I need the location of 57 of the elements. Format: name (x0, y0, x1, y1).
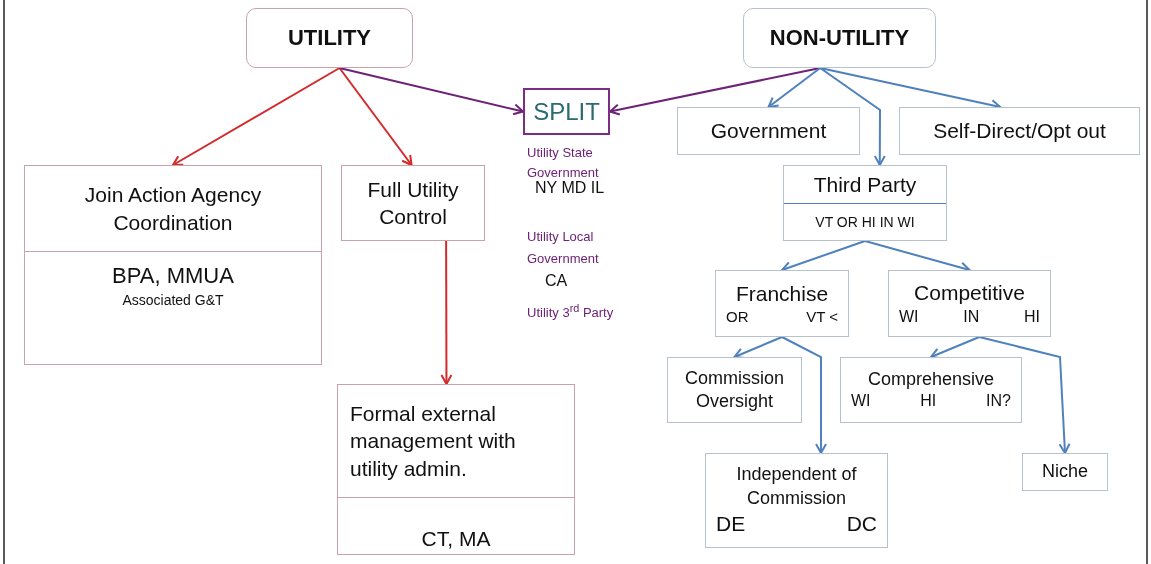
box-text: VT OR HI IN WI (815, 212, 915, 232)
arrow (781, 336, 827, 454)
box-text: HI (1024, 306, 1040, 327)
process-box (888, 270, 1051, 337)
arrow (338, 67, 524, 116)
box-text: WI (851, 391, 871, 412)
split-box (783, 165, 947, 241)
box-title: Third Party (813, 171, 917, 198)
box-title: Competitive (914, 280, 1025, 307)
box-title: NON-UTILITY (769, 23, 910, 52)
box-title: SPLIT (533, 96, 600, 127)
box-title: Franchise (735, 281, 829, 308)
box-title: Join Action Agency Coordination (83, 182, 263, 236)
process-box (667, 357, 802, 423)
arrow (978, 336, 1071, 454)
rounded-box (743, 8, 936, 68)
arrow (819, 67, 886, 166)
arrow (440, 240, 453, 385)
box-title: Full Utility Control (366, 176, 460, 230)
arrow (767, 67, 822, 108)
note-text: Utility 3$^{rd}$ Party (527, 301, 615, 323)
box-title: Formal external management with utility admin. (350, 401, 517, 482)
process-box (705, 453, 888, 548)
note-text: NY MD IL (535, 178, 606, 198)
process-box (899, 107, 1140, 155)
box-text: OR (726, 307, 749, 327)
box-text: Associated G&T (122, 290, 224, 309)
box-title: UTILITY (287, 23, 372, 52)
process-box (341, 165, 485, 241)
process-box (677, 107, 860, 155)
box-title: Niche (1042, 460, 1088, 484)
process-box (715, 270, 849, 337)
note-text: CA (545, 271, 569, 291)
box-text: IN? (986, 391, 1011, 412)
process-box (840, 357, 1022, 423)
box-text: VT < (806, 307, 838, 327)
box-text: WI (899, 306, 919, 327)
box-title: Government (710, 118, 827, 145)
split-box (24, 165, 322, 365)
arrow (172, 67, 341, 166)
box-text: HI (920, 391, 937, 412)
box-text: IN (963, 306, 980, 327)
process-box (523, 88, 610, 135)
note-text: Utility State Government (527, 144, 600, 181)
process-box (1022, 453, 1108, 491)
box-title: Independent of Commission (735, 463, 858, 510)
rounded-box (246, 8, 413, 68)
box-title: Comprehensive (867, 367, 995, 391)
box-text: DE (716, 511, 746, 538)
split-box (337, 384, 575, 555)
box-title: Commission Oversight (684, 366, 785, 413)
box-title: Self-Direct/Opt out (933, 118, 1106, 145)
box-text: CT, MA (421, 525, 491, 552)
arrow (338, 67, 413, 166)
note-text: Utility Local Government (527, 228, 600, 268)
box-text: BPA, MMUA (112, 262, 234, 290)
box-text: DC (846, 511, 877, 538)
